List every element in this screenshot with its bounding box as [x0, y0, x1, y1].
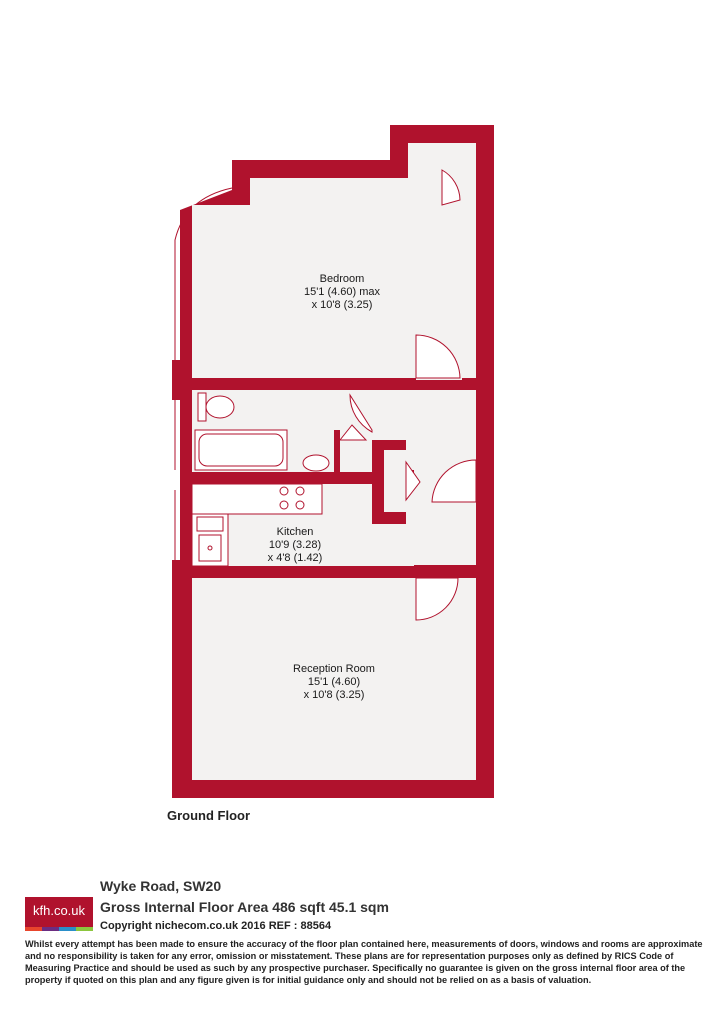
toilet-cistern: [197, 392, 207, 422]
toilet-bowl: [205, 395, 235, 419]
reception-name: Reception Room: [293, 663, 375, 675]
shower-corner: [338, 424, 368, 441]
bath-inner: [198, 433, 284, 467]
room-labels: Bedroom 15'1 (4.60) max x 10'8 (3.25) Ki…: [268, 273, 381, 701]
bedroom-name: Bedroom: [320, 273, 365, 285]
reception-door: [415, 577, 459, 621]
hob-ring: [279, 500, 289, 510]
sink-drain: [207, 545, 213, 551]
sink-drainer: [196, 516, 224, 532]
left-windows: [174, 400, 188, 730]
bedroom-dim2: x 10'8 (3.25): [312, 299, 373, 311]
bedroom-floor: [192, 143, 476, 380]
reception-dim2: x 10'8 (3.25): [304, 689, 365, 701]
property-address: Wyke Road, SW20: [100, 878, 222, 894]
copyright: Copyright nichecom.co.uk 2016 REF : 8856…: [100, 920, 332, 932]
kitchen-fixtures: [191, 483, 323, 567]
bathroom-door: [349, 393, 373, 433]
logo-text: kfh.co.uk: [32, 903, 86, 918]
entrance-door: [431, 459, 477, 503]
wardrobe-door: [405, 460, 421, 502]
reception-dim1: 15'1 (4.60): [308, 676, 360, 688]
logo-bar-green: [76, 927, 93, 931]
kitchen-dim1: 10'9 (3.28): [269, 539, 321, 551]
internal-walls: [192, 378, 476, 578]
wardrobe-floor: [384, 455, 406, 510]
hob-ring: [279, 486, 289, 496]
kitchen-dim2: x 4'8 (1.42): [268, 552, 323, 564]
bathroom-fixtures: [194, 392, 368, 472]
hob-ring: [295, 486, 305, 496]
floor-area: Gross Internal Floor Area 486 sqft 45.1 …: [100, 899, 389, 915]
kitchen-name: Kitchen: [277, 526, 314, 538]
floor-plan: Bedroom 15'1 (4.60) max x 10'8 (3.25) Ki…: [172, 125, 494, 798]
disclaimer: Whilst every attempt has been made to en…: [25, 939, 703, 985]
basin: [302, 454, 330, 472]
bedroom-dim1: 15'1 (4.60) max: [304, 286, 381, 298]
hob-ring: [295, 500, 305, 510]
floor-label: Ground Floor: [167, 808, 251, 823]
cupboard-door: [441, 169, 461, 206]
kfh-logo: kfh.co.uk: [25, 897, 93, 931]
logo-bar-purple: [42, 927, 59, 931]
logo-bar-orange: [25, 927, 42, 931]
doors: [349, 169, 477, 621]
logo-bar-blue: [59, 927, 76, 931]
bedroom-door: [415, 334, 461, 379]
